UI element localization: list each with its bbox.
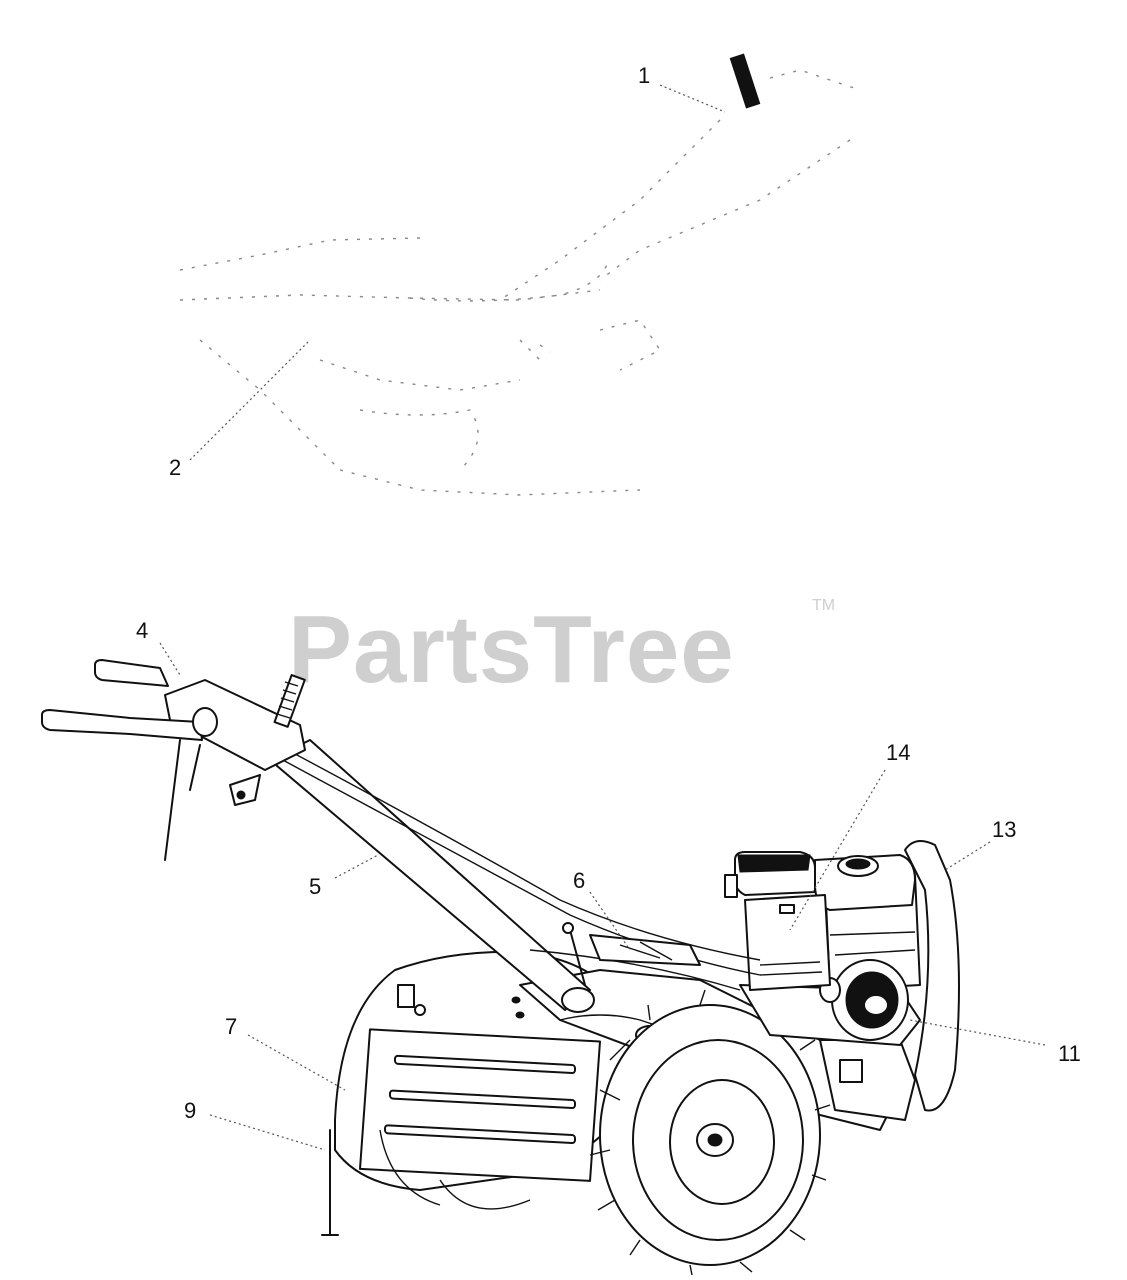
callout-labels: 1 2 4 5 6 7 9 11 13 14 [136, 63, 1081, 1123]
drive-wheel [589, 989, 831, 1276]
carburetor-cover [744, 894, 831, 991]
callout-9: 9 [184, 1098, 196, 1123]
shift-lever [569, 929, 586, 986]
cable-guide [589, 934, 701, 966]
right-handle-grip [41, 709, 203, 741]
watermark-trademark: TM [812, 597, 835, 614]
callout-4: 4 [136, 618, 148, 643]
watermark-brand: PartsTree [288, 596, 735, 703]
handle-adjust-knob [273, 674, 306, 728]
hood-latch [397, 984, 415, 1008]
callout-7: 7 [225, 1014, 237, 1039]
front-bumper [904, 840, 960, 1112]
ghost-grip [729, 53, 761, 109]
callout-11: 11 [1058, 1041, 1081, 1066]
side-frame [819, 1039, 916, 1121]
callout-2: 2 [169, 455, 181, 480]
callout-5: 5 [309, 874, 321, 899]
leader-lines [159, 84, 1046, 1151]
callout-13: 13 [992, 817, 1016, 842]
ghost-handle-assembly [179, 53, 861, 496]
left-handle-grip [94, 659, 169, 687]
tiller-assembly [41, 659, 960, 1276]
callout-1: 1 [638, 63, 650, 88]
callout-14: 14 [886, 740, 910, 765]
callout-6: 6 [573, 868, 585, 893]
